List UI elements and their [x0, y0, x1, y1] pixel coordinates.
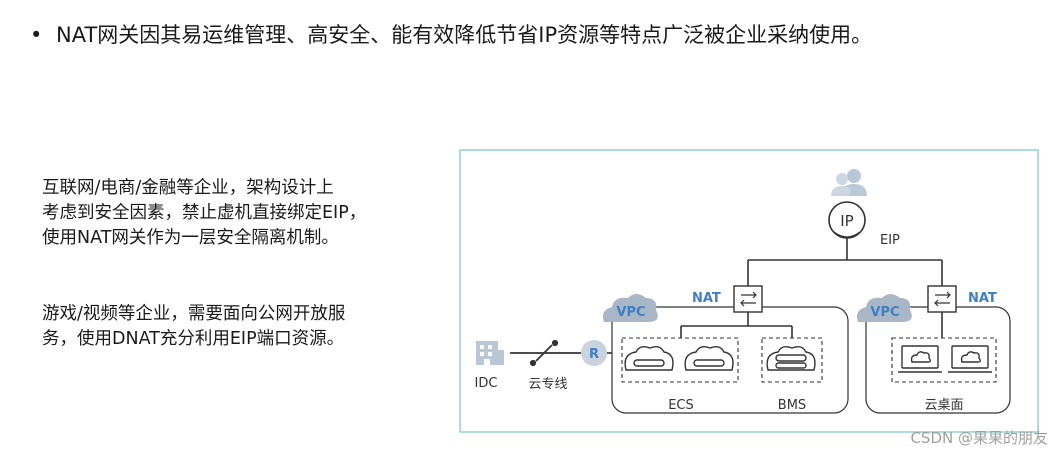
direct-connect-line [510, 339, 582, 367]
vpc-left-label: VPC [616, 305, 645, 320]
direct-connect-label: 云专线 [528, 377, 567, 392]
paragraph-line: 使用NAT网关作为一层安全隔离机制。 [42, 228, 339, 248]
vpc-left-box [611, 306, 849, 414]
ecs-server-icon [684, 345, 734, 371]
ecs-group [621, 337, 739, 383]
eip-icon: IP [828, 201, 866, 239]
desktop-label: 云桌面 [924, 398, 963, 413]
ecs-label: ECS [668, 398, 694, 413]
use-case-security: 互联网/电商/金融等企业，架构设计上 考虑到安全因素，禁止虚机直接绑定EIP， … [42, 176, 366, 251]
diagram-frame [459, 149, 1039, 433]
vpc-right-cloud: VPC [857, 294, 912, 322]
router-icon: R [581, 340, 607, 366]
bullet-dot: • [30, 23, 43, 47]
bms-group [761, 337, 823, 383]
desktop-group [891, 337, 997, 383]
paragraph-line: 考虑到安全因素，禁止虚机直接绑定EIP， [42, 203, 367, 223]
router-label: R [589, 347, 599, 362]
nat-right-label: NAT [968, 291, 997, 306]
cloud-desktop-icon [898, 345, 942, 373]
nat-gateway-right [927, 285, 957, 313]
idc-label: IDC [475, 376, 498, 391]
connection-lines [680, 238, 943, 338]
intro-text: NAT网关因其易运维管理、高安全、能有效降低节省IP资源等特点广泛被企业采纳使用… [56, 23, 873, 47]
intro-bullet: • NAT网关因其易运维管理、高安全、能有效降低节省IP资源等特点广泛被企业采纳使… [30, 20, 872, 50]
paragraph-line: 互联网/电商/金融等企业，架构设计上 [42, 178, 334, 198]
use-case-dnat: 游戏/视频等企业，需要面向公网开放服 务，使用DNAT充分利用EIP端口资源。 [42, 302, 345, 352]
ip-icon-label: IP [840, 212, 853, 230]
ecs-server-icon [624, 345, 674, 371]
cloud-desktop-icon [948, 345, 992, 373]
bms-label: BMS [778, 398, 806, 413]
nat-gateway-left [733, 285, 763, 313]
watermark: CSDN @果果的朋友 [910, 429, 1048, 447]
bms-server-icon [766, 345, 816, 371]
vpc-left-cloud: VPC [603, 294, 658, 322]
users-icon [831, 169, 867, 196]
eip-label: EIP [880, 233, 900, 248]
vpc-right-label: VPC [870, 305, 899, 320]
nat-left-label: NAT [692, 291, 721, 306]
idc-building-icon [476, 341, 504, 365]
paragraph-line: 务，使用DNAT充分利用EIP端口资源。 [42, 329, 345, 349]
paragraph-line: 游戏/视频等企业，需要面向公网开放服 [42, 304, 346, 324]
